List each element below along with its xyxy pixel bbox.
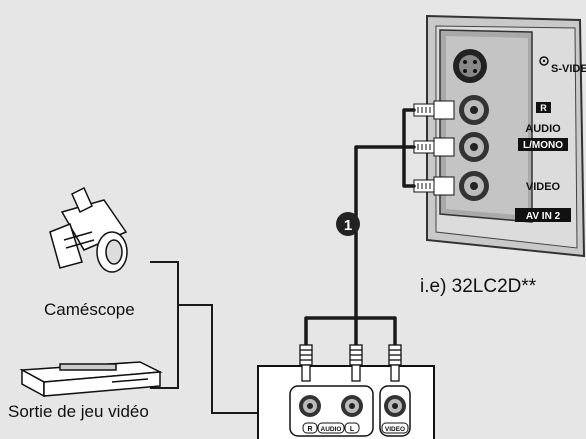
source-l-label: L [350,426,355,433]
panel-jack-audio-l [459,132,489,162]
source-video-badge [381,422,409,434]
source-jack-r [299,395,321,417]
source-r-badge [302,422,318,434]
source-jack-l [341,395,363,417]
panel-jack-video [459,171,489,201]
cable-marker-number: 1 [344,217,352,234]
avin-label: AV IN 2 [526,211,561,222]
model-label: i.e) 32LC2D** [420,276,537,297]
source-plug-video [388,344,402,382]
plug-audio-l [413,137,455,157]
plug-video [413,176,455,196]
audio-lmono-label: L/MONO [523,140,563,151]
game-console-icon [19,361,163,398]
device-bracket [150,261,258,414]
plug-audio-r [413,100,455,120]
source-l-badge [344,422,360,434]
video-label: VIDEO [526,181,561,193]
av-cable [304,108,416,347]
panel-jack-audio-r [459,95,489,125]
source-jack-video [384,395,406,417]
camcorder-label: Caméscope [44,300,135,319]
audio-label: AUDIO [525,123,561,135]
cable-marker [336,212,360,236]
source-video-label: VIDEO [385,426,405,433]
source-audio-label: AUDIO [321,426,342,433]
svideo-jack [453,49,487,83]
source-r-label: R [307,426,312,433]
source-plug-r [299,344,313,382]
svideo-icon [539,56,549,66]
avin-badge [515,208,571,222]
source-audio-badge [317,422,345,434]
svideo-label: S-VIDEO [551,63,586,75]
source-plug-l [349,344,363,382]
audio-r-label: R [540,103,547,113]
camcorder-icon [49,186,128,273]
audio-r-badge [536,102,551,113]
game-console-label: Sortie de jeu vidéo [8,402,149,421]
audio-lmono-badge [518,138,568,151]
